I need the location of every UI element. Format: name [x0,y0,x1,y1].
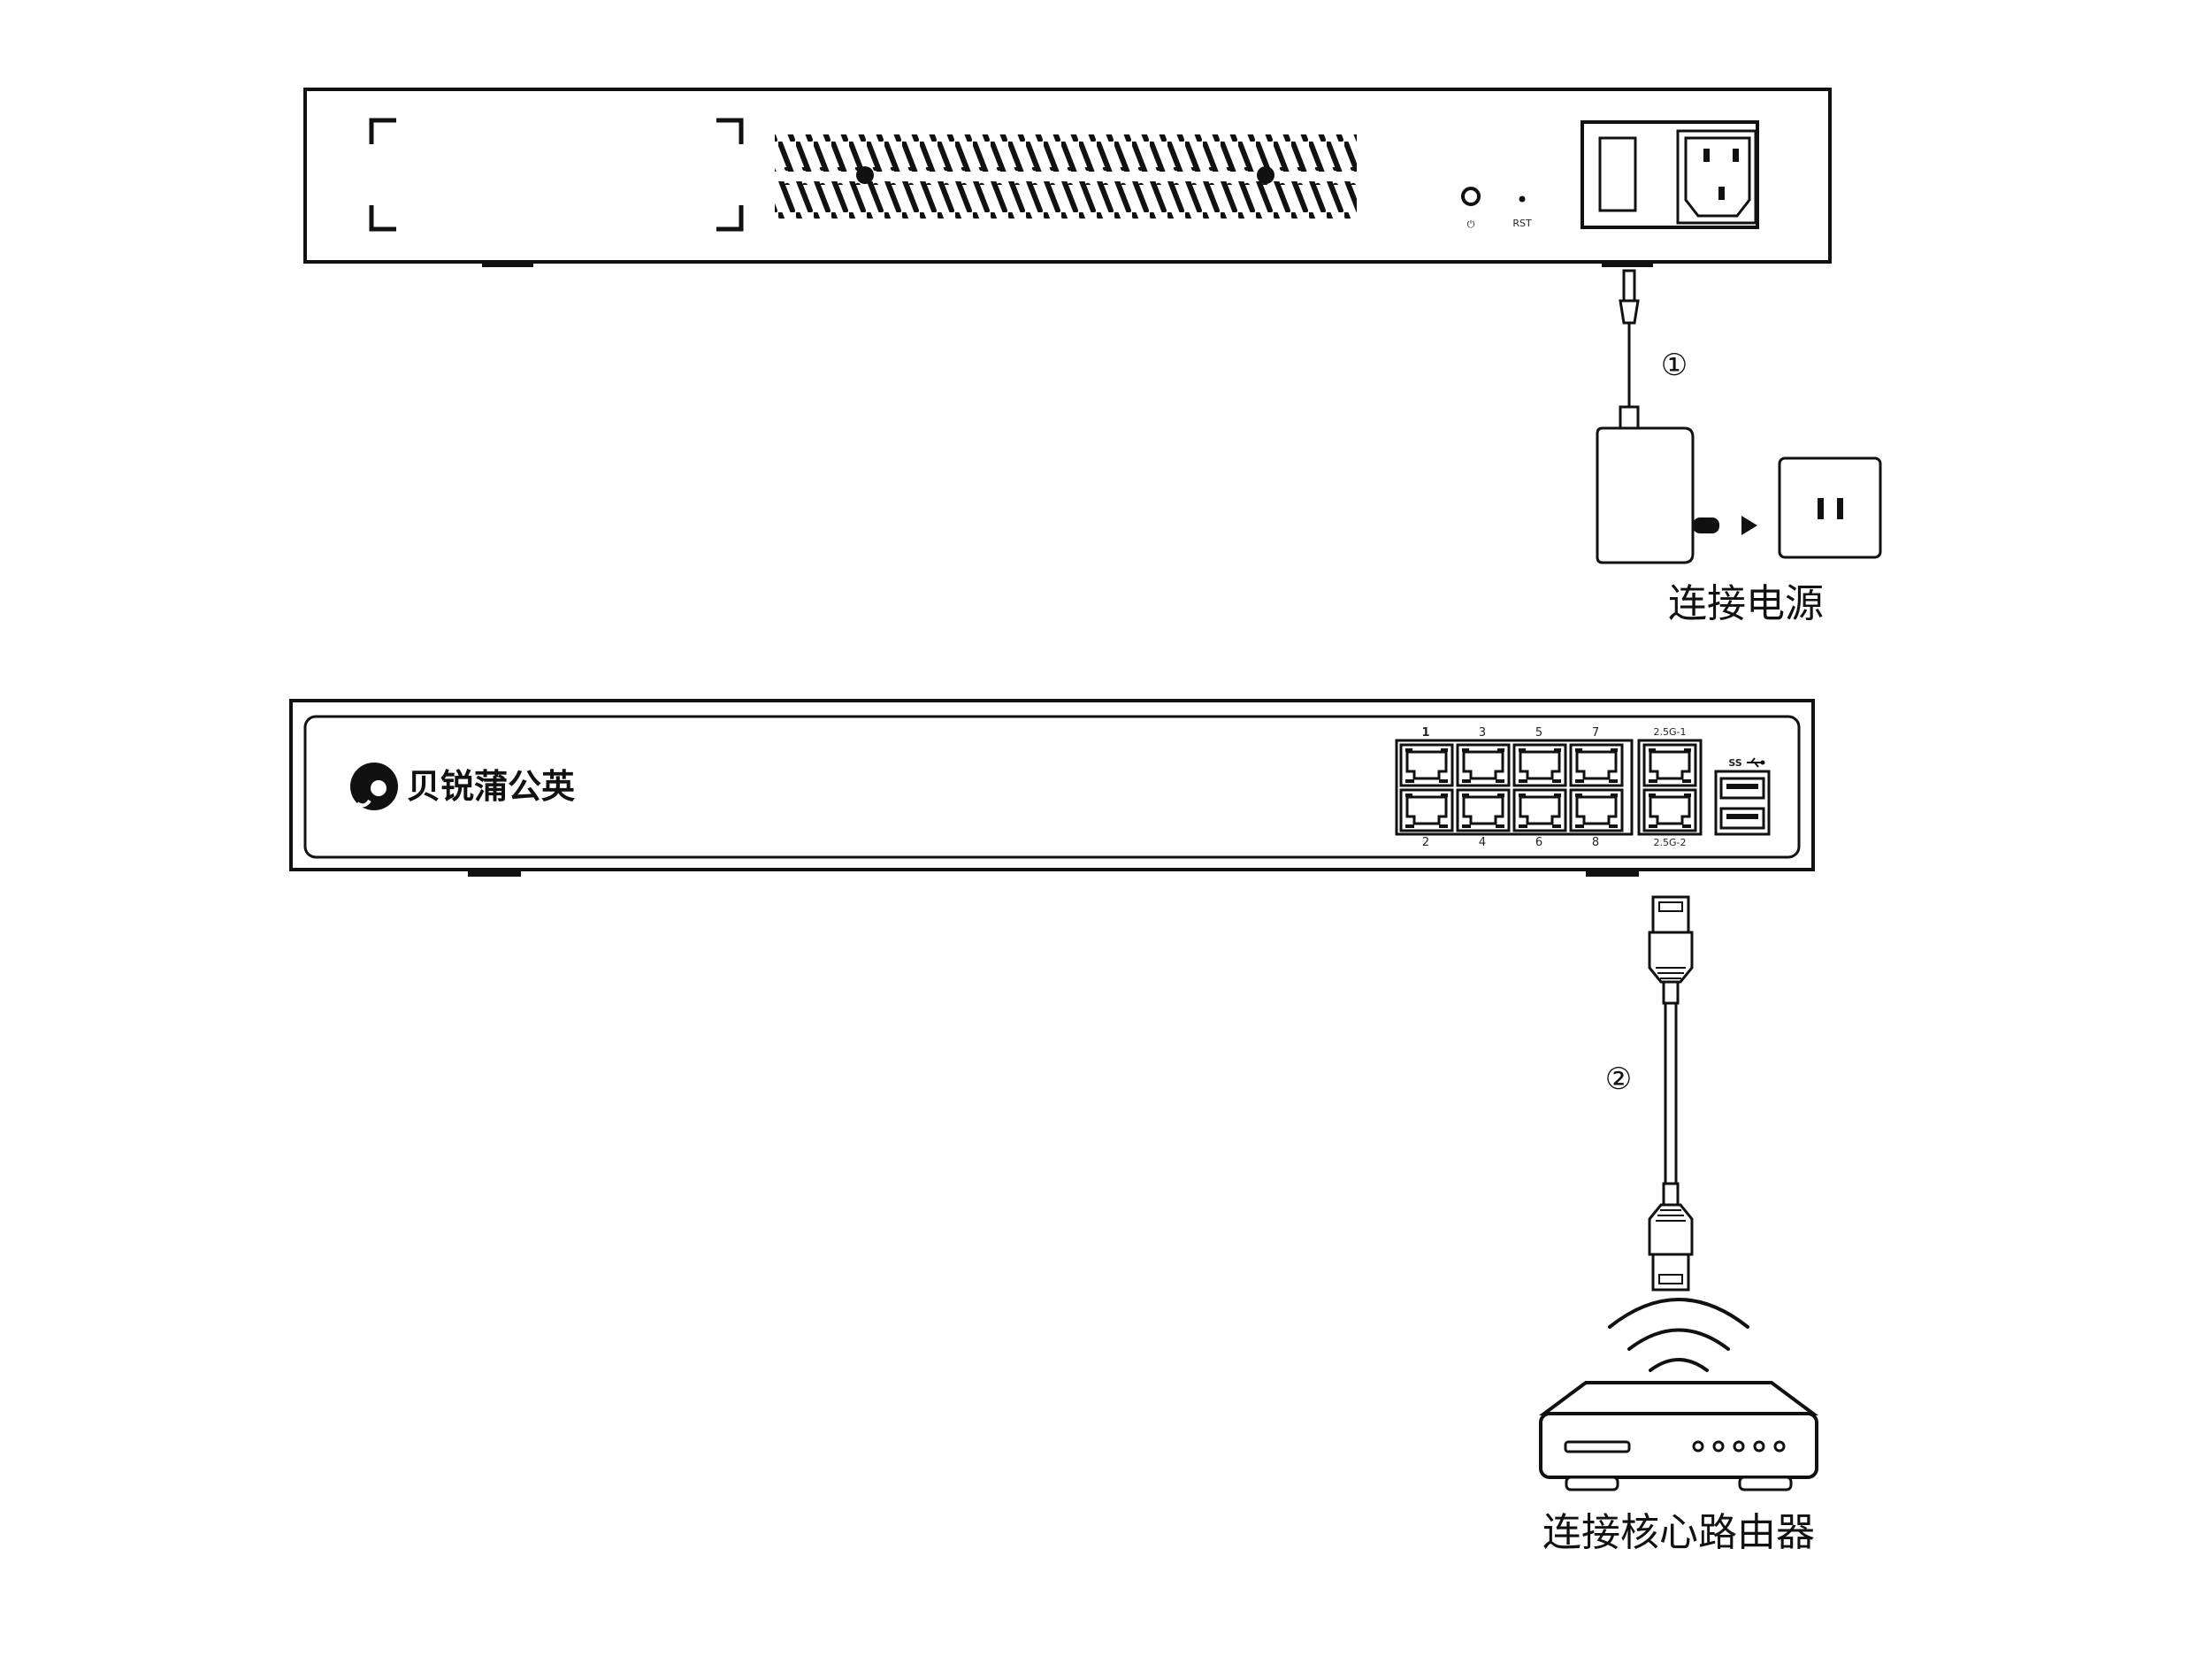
power-adapter-cable [1596,269,1882,564]
lan-port-3[interactable] [1456,743,1511,787]
router-slot [1564,1440,1631,1453]
port-label-1: 1 [1421,726,1429,740]
router-foot-right [1738,1476,1793,1491]
power-icon: ⏻ [1467,218,1475,230]
port-label-4: 4 [1479,836,1486,849]
grille-screw-left [856,166,874,184]
port-label-2-5g-1: 2.5G-1 [1654,726,1687,738]
router-top [1538,1381,1819,1415]
adapter-plug [1693,518,1719,533]
port-2-5g-2[interactable] [1642,788,1697,832]
iec-power-inlet[interactable] [1676,129,1757,225]
port-label-7: 7 [1592,726,1599,740]
usb-icon [1747,757,1765,768]
port-label-2: 2 [1422,836,1429,849]
step-2-marker: ② [1605,1062,1632,1097]
brand-logo [350,763,398,810]
arrow-to-outlet-icon [1741,516,1757,535]
rear-foot-left [482,260,533,267]
device-front-panel: 贝锐蒲公英 1 3 5 7 2 4 6 8 2.5G-1 [289,699,1815,877]
port-label-6: 6 [1535,836,1542,849]
power-button[interactable]: ⏻ [1461,187,1481,230]
ethernet-cable [1648,895,1694,1292]
front-foot-right [1586,870,1639,877]
step-1-marker: ① [1661,348,1688,383]
rear-foot-right [1602,260,1653,267]
power-adapter-brick [1596,426,1695,564]
lan-port-2[interactable] [1399,788,1454,832]
port-label-2-5g-2: 2.5G-2 [1654,837,1687,848]
power-module [1581,120,1759,229]
lan-port-5[interactable] [1512,743,1567,787]
port-label-5: 5 [1535,726,1542,740]
step-1-caption: 连接电源 [1668,581,1824,626]
ventilation-grille [775,134,1357,218]
core-router [1538,1298,1819,1491]
label-area-brackets [369,118,744,232]
wall-outlet-icon [1778,456,1882,559]
step-2-caption: 连接核心路由器 [1542,1510,1815,1555]
lan-port-1[interactable] [1399,743,1454,787]
port-2-5g-1[interactable] [1642,743,1697,787]
device-rear-panel: ⏻ RST [303,88,1832,267]
lan-port-4[interactable] [1456,788,1511,832]
port-label-3: 3 [1479,726,1486,740]
reset-label: RST [1512,218,1532,229]
usb-ss-label: SS [1728,757,1741,769]
lan-port-6[interactable] [1512,788,1567,832]
usb-ports[interactable]: SS [1714,757,1771,836]
router-foot-left [1565,1476,1619,1491]
front-foot-left [468,870,521,877]
reset-pinhole[interactable]: RST [1512,196,1532,230]
wifi-signal-icon [1608,1298,1749,1372]
port-label-8: 8 [1592,836,1599,849]
lan-port-7[interactable] [1569,743,1624,787]
router-leds [1692,1440,1786,1453]
ethernet-port-block: 1 3 5 7 2 4 6 8 2.5G-1 2.5G-2 SS [1395,726,1771,849]
brand-name: 贝锐蒲公英 [407,767,576,806]
lan-port-8[interactable] [1569,788,1624,832]
grille-screw-right [1257,166,1274,184]
router-body [1539,1412,1818,1479]
rocker-switch[interactable] [1598,136,1637,212]
step-1: ① 连接电源 [1661,348,1824,626]
